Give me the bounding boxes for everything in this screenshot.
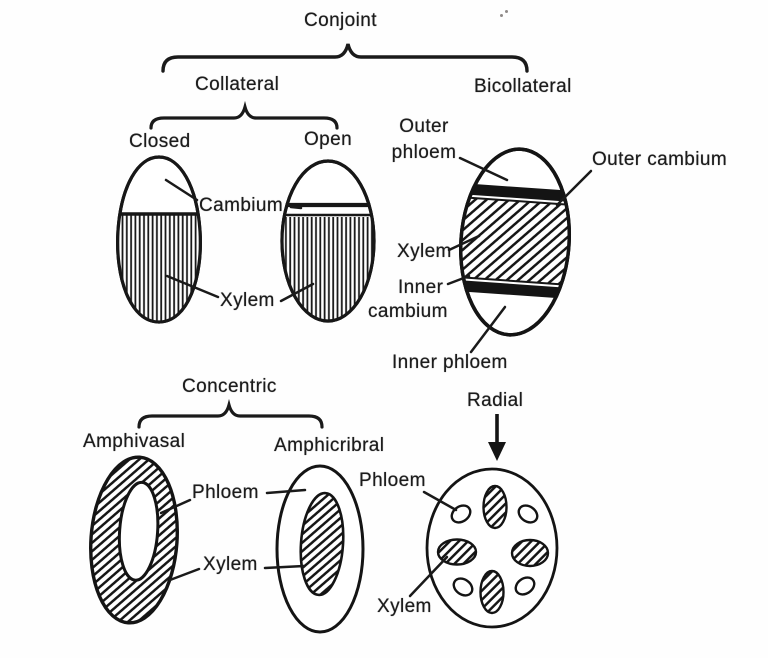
- leader-inner-phloem: [469, 305, 507, 354]
- label-inner-phloem: Inner phloem: [392, 352, 508, 373]
- leader-outer-phloem: [458, 156, 509, 182]
- leader-xylem-amphivasal: [168, 567, 201, 582]
- bicollateral-bundle-shape: [454, 147, 576, 337]
- outer-cambium-band: [455, 182, 576, 203]
- label-concentric: Concentric: [182, 376, 277, 397]
- label-conjoint: Conjoint: [304, 10, 377, 31]
- label-radial: Radial: [467, 390, 524, 411]
- label-xylem-collateral: Xylem: [220, 290, 275, 311]
- label-outer-phloem-line1: Outer: [399, 116, 449, 137]
- label-collateral: Collateral: [195, 74, 280, 95]
- leader-lines: [159, 156, 593, 598]
- amphivasal-phloem-core: [117, 480, 160, 582]
- label-cambium: Cambium: [199, 195, 284, 216]
- label-amphivasal: Amphivasal: [83, 431, 186, 452]
- collateral-brace: [149, 100, 339, 130]
- leader-xylem-amphicribral: [263, 564, 306, 570]
- label-xylem-radial: Xylem: [377, 596, 432, 617]
- label-xylem-concentric: Xylem: [203, 554, 258, 575]
- leader-phloem-amphivasal: [159, 498, 192, 515]
- radial-bundle-shape: [425, 467, 559, 629]
- amphicribral-bundle-shape: [275, 464, 365, 634]
- leader-xylem-bicollateral: [447, 234, 481, 252]
- leader-phloem-amphicribral: [265, 488, 307, 495]
- label-inner-cambium-line1: Inner: [398, 277, 444, 298]
- label-phloem-radial: Phloem: [359, 470, 426, 491]
- bicollateral-xylem-region: [454, 195, 576, 287]
- leader-xylem-radial: [408, 555, 449, 598]
- print-artifact: [500, 10, 508, 18]
- radial-phloem-ovals: [450, 504, 539, 597]
- label-outer-phloem: Outer phloem: [389, 116, 459, 164]
- label-inner-cambium-line2: cambium: [368, 301, 448, 322]
- label-outer-phloem-line2: phloem: [391, 142, 457, 163]
- radial-arrow: [488, 414, 506, 461]
- leader-xylem-closed: [165, 274, 220, 299]
- leader-cambium-closed: [164, 178, 199, 202]
- leader-cambium-open: [289, 205, 303, 210]
- radial-xylem-arms: [436, 484, 550, 615]
- leader-phloem-radial: [422, 490, 458, 512]
- leader-inner-cambium: [446, 274, 471, 286]
- inner-cambium-band: [454, 279, 575, 300]
- label-xylem-bicollateral: Xylem: [397, 241, 452, 262]
- conjoint-brace: [161, 43, 529, 73]
- label-amphicribral: Amphicribral: [274, 435, 385, 456]
- closed-bundle-shape: [116, 155, 202, 324]
- amphicribral-xylem-core: [299, 491, 345, 597]
- leader-xylem-open: [279, 282, 315, 303]
- amphivasal-bundle-shape: [89, 455, 179, 625]
- concentric-brace: [137, 398, 324, 429]
- label-closed: Closed: [129, 131, 191, 152]
- label-bicollateral: Bicollateral: [474, 76, 572, 97]
- leader-outer-cambium: [555, 169, 593, 207]
- label-outer-cambium: Outer cambium: [592, 149, 728, 170]
- label-open: Open: [304, 129, 353, 150]
- label-phloem-concentric: Phloem: [192, 482, 259, 503]
- open-bundle-shape: [280, 159, 376, 323]
